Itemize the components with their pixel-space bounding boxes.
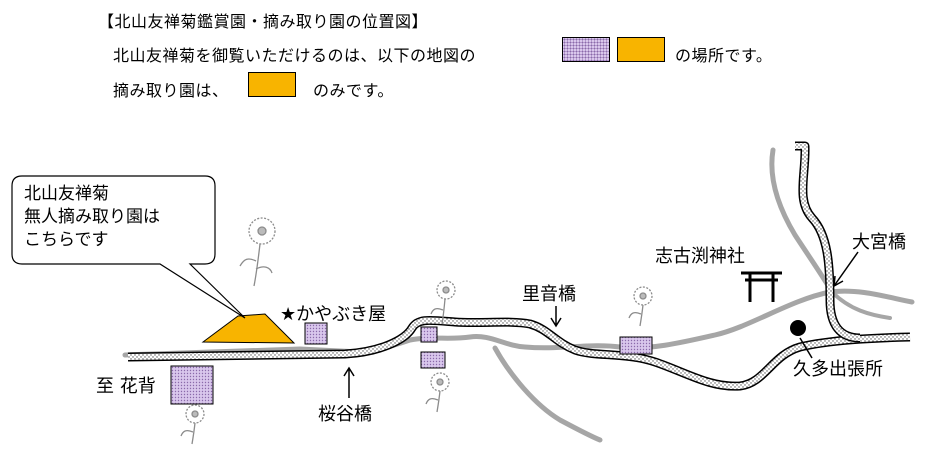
flower-icon-3 [628,286,653,327]
omiya-arrow-icon [833,251,859,288]
legend-line-2-text: 摘み取り園は、 [113,81,229,100]
flower-icon-4 [425,372,450,413]
flower-icon-1 [239,217,276,287]
viewing-area-bridge-south [420,351,446,369]
picking-garden-area [201,313,296,344]
torii-icon [741,271,782,302]
office-marker-icon [790,320,806,336]
main-road [122,288,915,358]
viewing-area-hanase [170,365,214,405]
viewing-area-satone [619,336,653,355]
kutade-office-label: 久多出張所 [793,359,883,380]
viewing-area-bridge-north [420,326,438,343]
callout-bubble [11,175,246,319]
east-road [830,290,892,320]
omiya-bridge-label: 大宮橋 [852,232,906,253]
legend-line-1-suffix: の場所です。 [675,46,773,65]
kutade-arrow-icon [799,337,813,359]
callout-line-2: 無人摘み取り園は [24,207,160,227]
roads [122,147,915,443]
callout-line-1: 北山友禅菊 [24,184,109,204]
satone-arrow-icon [550,306,562,328]
legend-picking-area-swatch [617,37,665,62]
flower-icon-5 [180,404,205,445]
legend-picking-only-swatch [248,72,296,97]
page-title: 【北山友禅菊鑑賞園・摘み取り園の位置図】 [98,12,429,31]
river [127,141,911,391]
south-road [492,345,603,443]
kayabuki-label: ★かやぶき屋 [280,304,386,325]
sakuradani-bridge-label: 桜谷橋 [318,404,372,425]
legend-line-1-text: 北山友禅菊を御覧いただけるのは、以下の地図の [113,46,477,65]
north-branch-road [769,147,835,295]
legend-viewing-area-swatch [562,37,610,62]
viewing-areas [170,322,653,405]
label-arrows [343,251,859,398]
flower-icons [180,217,653,445]
hanase-direction-label: 至 花背 [96,376,156,397]
callout-line-3: こちらです [24,230,109,250]
viewing-area-kayabuki [304,322,328,345]
legend-line-2-suffix: のみです。 [313,81,394,100]
flower-icon-2 [430,280,456,325]
satone-bridge-label: 里音橋 [522,284,576,305]
shikobuchi-shrine-label: 志古渕神社 [655,246,745,267]
sakuradani-arrow-icon [343,366,355,398]
